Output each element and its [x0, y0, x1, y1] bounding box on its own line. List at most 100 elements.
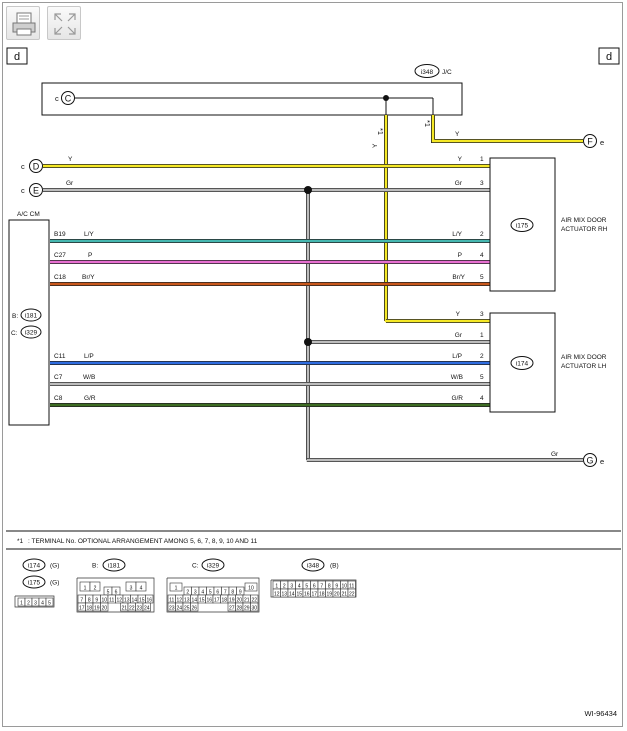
splice-gray-mid — [304, 338, 312, 346]
pin-number: 20 — [334, 592, 340, 598]
pin-number: 9 — [335, 584, 338, 590]
pin-number: 8 — [88, 598, 91, 604]
pin-number: 17 — [79, 606, 85, 612]
corner-box-left — [6, 47, 28, 65]
ac-cm-wire-label: P — [88, 252, 92, 259]
legend-348-suffix: (B) — [330, 563, 339, 570]
pin-number: 7 — [224, 590, 227, 596]
pin-number: 14 — [289, 592, 295, 598]
pin-number: 26 — [191, 606, 197, 612]
pin-number: 24 — [144, 606, 150, 612]
actuator-rh-box — [489, 157, 556, 292]
connector-outline — [76, 577, 155, 613]
wire-label-y-vertical: Y — [372, 143, 379, 148]
ac-cm-b-id: i181 — [25, 313, 38, 320]
pin-number: 4 — [140, 586, 143, 592]
lh-terminal-wire: G/R — [451, 395, 463, 402]
legend-329-id: i329 — [207, 563, 220, 570]
pin-cell — [142, 602, 151, 612]
wire-label-d: Y — [68, 156, 73, 163]
pin-number: 6 — [115, 590, 118, 596]
lh-terminal-num: 3 — [480, 311, 484, 318]
pin-number: 11 — [169, 598, 174, 604]
actuator-lh-name-2: ACTUATOR LH — [561, 363, 607, 370]
pin-number: 27 — [229, 606, 235, 612]
connector-outline — [270, 579, 357, 598]
pin-number: 15 — [296, 592, 302, 598]
connector-f-suffix: e — [600, 138, 604, 147]
print-button[interactable] — [6, 6, 40, 40]
pin-number: 5 — [305, 584, 308, 590]
ac-cm-pin: B19 — [54, 231, 66, 238]
pin-number: 8 — [328, 584, 331, 590]
pin-number: 8 — [231, 590, 234, 596]
connector-d-prefix: c — [21, 162, 25, 171]
connector-d-circle — [29, 159, 43, 173]
ac-cm-wire-label: W/B — [83, 374, 95, 381]
pin-number: 13 — [184, 598, 190, 604]
junction-name: J/C — [442, 69, 452, 76]
rh-terminal-wire: P — [458, 252, 462, 259]
lh-terminal-num: 4 — [480, 395, 484, 402]
pin-number: 17 — [311, 592, 317, 598]
pin-number: 16 — [206, 598, 212, 604]
pin-number: 2 — [186, 590, 189, 596]
pin-number: 7 — [80, 598, 83, 604]
pin-cell — [100, 602, 109, 612]
pin-number: 13 — [281, 592, 287, 598]
pin-number: 3 — [130, 586, 133, 592]
pin-number: 10 — [341, 584, 347, 590]
ac-cm-c-oval — [20, 325, 42, 339]
connector-e-prefix: c — [21, 186, 25, 195]
pin-number: 3 — [34, 601, 37, 607]
pin-number: 23 — [136, 606, 142, 612]
star-mark-right: *1 — [423, 120, 432, 127]
pin-number: 20 — [101, 606, 107, 612]
pin-number: 13 — [124, 598, 130, 604]
pin-cell — [190, 602, 199, 612]
ac-cm-wire-label: Br/Y — [82, 274, 95, 281]
corner-box-right — [598, 47, 620, 65]
connector-e-circle — [29, 183, 43, 197]
ac-cm-pin: C7 — [54, 374, 63, 381]
legend-181-oval — [102, 558, 126, 572]
pin-number: 2 — [283, 584, 286, 590]
pin-cell — [244, 582, 258, 592]
corner-label-left: d — [14, 51, 20, 63]
wire-label-e: Gr — [66, 180, 74, 187]
note-text: : TERMINAL No. OPTIONAL ARRANGEMENT AMON… — [28, 538, 258, 545]
pin-number: 22 — [251, 598, 257, 604]
star-mark-left: *1 — [376, 128, 385, 135]
ac-cm-wire-label: L/Y — [84, 231, 94, 238]
ac-cm-pin: C8 — [54, 395, 63, 402]
pin-number: 22 — [129, 606, 135, 612]
note-mark: *1 — [17, 538, 24, 545]
lh-terminal-num: 5 — [480, 374, 484, 381]
connector-outline — [14, 595, 55, 608]
connector-g-circle — [583, 453, 597, 467]
legend-181-id: i181 — [108, 563, 121, 570]
pin-number: 4 — [201, 590, 204, 596]
pin-cell — [135, 581, 147, 592]
legend-174-oval — [22, 558, 46, 572]
pin-number: 3 — [290, 584, 293, 590]
wire-yellow-jc-right — [431, 115, 583, 143]
actuator-lh-box — [489, 312, 556, 413]
connector-g-symbol: G — [586, 456, 593, 466]
rh-terminal-num: 3 — [480, 180, 484, 187]
pin-number: 6 — [216, 590, 219, 596]
pin-number: 16 — [304, 592, 310, 598]
rh-terminal-num: 5 — [480, 274, 484, 281]
pin-number: 11 — [349, 584, 354, 590]
lh-terminal-wire: Gr — [455, 332, 463, 339]
ac-cm-pin: C11 — [54, 353, 66, 360]
junction-id-oval — [414, 64, 440, 78]
ac-cm-pin: C27 — [54, 252, 66, 259]
connector-g-suffix: e — [600, 457, 604, 466]
expand-button[interactable] — [47, 6, 81, 40]
corner-label-right: d — [606, 51, 612, 63]
